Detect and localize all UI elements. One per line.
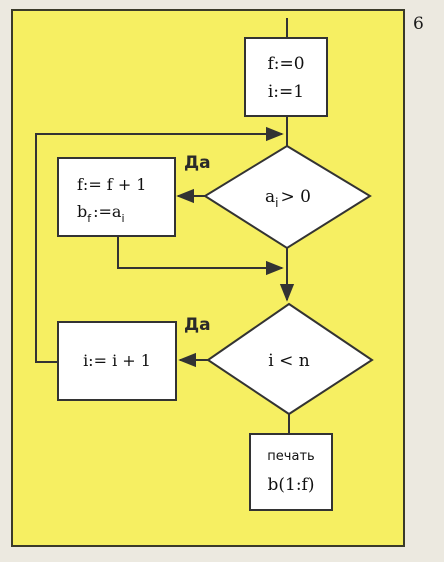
condition-2-text: i < n bbox=[268, 351, 309, 371]
page-number: 6 bbox=[413, 14, 424, 34]
assign-to-join-line bbox=[117, 236, 284, 276]
loop-back-line bbox=[35, 126, 284, 363]
print-label: печать bbox=[267, 449, 314, 464]
init-box bbox=[244, 37, 328, 117]
assign-box bbox=[57, 157, 176, 237]
init-line-2: i:=1 bbox=[268, 82, 304, 102]
print-box bbox=[249, 433, 333, 511]
increment-text: i:= i + 1 bbox=[83, 351, 151, 370]
condition-2-yes-label: Да bbox=[184, 315, 211, 335]
init-line-1: f:=0 bbox=[267, 54, 304, 74]
yellow-panel bbox=[11, 9, 405, 547]
assign-line-2: bf:=ai bbox=[77, 202, 125, 225]
condition-1-text: ai> 0 bbox=[265, 187, 311, 210]
condition-1-yes-label: Да bbox=[184, 153, 211, 173]
print-expression: b(1:f) bbox=[268, 475, 315, 495]
assign-line-1: f:= f + 1 bbox=[77, 175, 146, 194]
increment-box bbox=[57, 321, 177, 401]
